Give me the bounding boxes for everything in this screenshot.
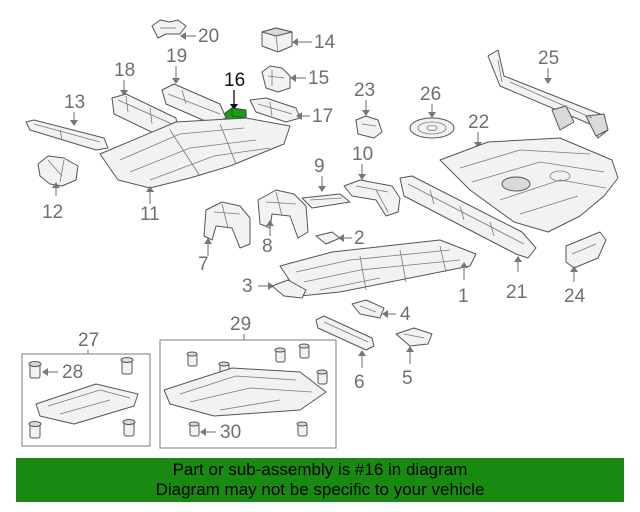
callout-13: 13: [64, 92, 85, 113]
group-box-29: [159, 339, 337, 449]
callout-11: 11: [140, 204, 160, 225]
part-3[interactable]: 3: [242, 276, 307, 299]
callout-5: 5: [402, 368, 413, 389]
info-banner: Part or sub-assembly is #16 in diagram D…: [16, 458, 624, 502]
callout-9: 9: [314, 156, 325, 177]
part-4[interactable]: 4: [351, 299, 411, 325]
callout-3: 3: [242, 276, 253, 297]
callout-14: 14: [314, 32, 336, 53]
callout-28: 28: [62, 362, 83, 383]
callout-19: 19: [166, 46, 187, 67]
part-9[interactable]: 9: [301, 156, 351, 209]
part-16[interactable]: 16: [223, 70, 247, 123]
callout-29: 29: [230, 314, 251, 335]
banner-background: [16, 458, 624, 502]
callout-12: 12: [42, 202, 63, 223]
part-19[interactable]: 19: [161, 46, 227, 125]
part-20[interactable]: 20: [151, 19, 219, 47]
callout-26: 26: [420, 84, 441, 105]
part-13[interactable]: 13: [25, 92, 109, 151]
part-25[interactable]: 25: [487, 48, 609, 139]
part-6[interactable]: 6: [315, 315, 375, 393]
callout-27: 27: [78, 330, 99, 351]
callout-30: 30: [220, 422, 241, 443]
callout-6: 6: [354, 372, 365, 393]
part-10[interactable]: 10: [343, 144, 401, 217]
callout-18: 18: [114, 60, 135, 81]
part-11[interactable]: 11: [99, 117, 291, 225]
part-12[interactable]: 12: [37, 155, 79, 223]
part-15[interactable]: 15: [261, 65, 329, 93]
part-24[interactable]: 24: [564, 231, 607, 307]
part-28[interactable]: 28: [28, 361, 83, 384]
group-box-27: [21, 353, 151, 447]
part-22[interactable]: 22: [439, 112, 619, 233]
callout-10: 10: [352, 144, 373, 165]
part-21[interactable]: 21: [399, 175, 537, 303]
part-29-group[interactable]: 29 30: [159, 314, 337, 449]
callout-21: 21: [506, 282, 527, 303]
callout-8: 8: [262, 236, 273, 257]
callout-23: 23: [354, 80, 375, 101]
part-7[interactable]: 7: [198, 201, 251, 275]
part-1[interactable]: 1: [279, 239, 477, 307]
banner-line-2: Diagram may not be specific to your vehi…: [155, 480, 485, 499]
callout-24: 24: [564, 286, 586, 307]
callout-16: 16: [224, 70, 245, 91]
part-14[interactable]: 14: [261, 27, 336, 53]
callout-22: 22: [468, 112, 489, 133]
part-30[interactable]: 30: [188, 421, 241, 443]
part-23[interactable]: 23: [354, 80, 383, 139]
callout-25: 25: [538, 48, 559, 69]
callout-17: 17: [312, 106, 333, 127]
callout-7: 7: [198, 254, 209, 275]
callout-4: 4: [400, 304, 411, 325]
callout-15: 15: [308, 68, 329, 89]
callout-1: 1: [458, 286, 469, 307]
part-5[interactable]: 5: [395, 327, 433, 389]
part-26[interactable]: 26: [409, 84, 455, 139]
part-8[interactable]: 8: [257, 189, 309, 257]
part-17[interactable]: 17: [249, 97, 333, 127]
part-2[interactable]: 2: [315, 228, 365, 249]
part-27-group[interactable]: 27 28: [21, 330, 151, 447]
banner-line-1: Part or sub-assembly is #16 in diagram: [172, 460, 468, 479]
callout-20: 20: [198, 26, 219, 47]
callout-2: 2: [354, 228, 365, 249]
